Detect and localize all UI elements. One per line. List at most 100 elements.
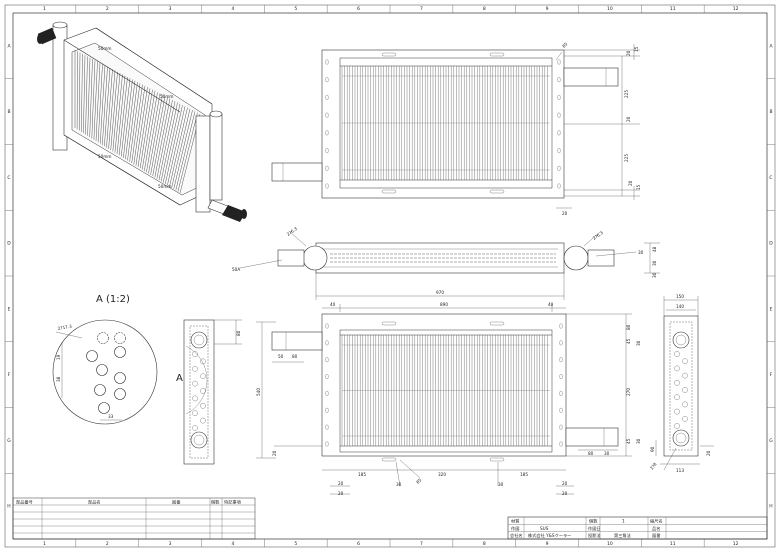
grid-column-label: 6 xyxy=(357,541,360,547)
dim-30: 30 xyxy=(652,260,657,266)
top-view-frame xyxy=(322,50,564,198)
dim-20: 20 xyxy=(338,481,344,486)
grid-row-label: E xyxy=(8,306,11,312)
grid-column-label: 7 xyxy=(420,541,423,547)
dim-40: 40 xyxy=(330,302,336,307)
dim-20: 20 xyxy=(338,491,344,496)
grid-column-label: 8 xyxy=(483,6,486,12)
grid-column-label: 9 xyxy=(546,6,549,12)
front-view-inlet xyxy=(272,332,322,350)
dim-80: 80 xyxy=(236,330,241,336)
dim-20: 20 xyxy=(628,180,633,186)
dim-20: 20 xyxy=(562,491,568,496)
grid-column-label: 10 xyxy=(607,541,613,547)
detail-title: A (1:2) xyxy=(96,294,130,305)
svg-text:50mm: 50mm xyxy=(98,46,112,51)
grid-column-label: 2 xyxy=(106,541,109,547)
tb-label-title: 品名 xyxy=(652,525,660,532)
side-view-right-tank xyxy=(564,246,588,270)
grid-row-label: E xyxy=(770,306,773,312)
grid-column-label: 5 xyxy=(294,6,297,12)
tb-label-material: 材質 xyxy=(511,518,519,525)
grid-row-label: F xyxy=(770,372,773,378)
tb-label-drawing-no: 図番 xyxy=(652,532,661,539)
grid-row-label: D xyxy=(769,241,773,247)
tb-label-projection: 投影法 xyxy=(588,532,601,539)
front-view-outlet xyxy=(566,428,618,446)
dim-phi: 2?8 xyxy=(649,461,658,470)
tb-value-company: 株式会社 Y&Sクーラー xyxy=(528,532,571,539)
grid-column-label: 1 xyxy=(43,6,46,12)
dim-270: 270 xyxy=(626,388,631,396)
front-view: 40 890 40 80 45 30 270 45 30 540 20 50 8… xyxy=(256,302,641,496)
dim-225: 225 xyxy=(624,90,629,98)
svg-text:50mm: 50mm xyxy=(160,94,174,99)
dim-40: 40 xyxy=(548,302,554,307)
dim-20: 20 xyxy=(272,450,277,456)
dim-140: 140 xyxy=(676,304,684,309)
top-view-outlet xyxy=(564,68,618,86)
dim-phi: 2?6.3 xyxy=(286,226,299,237)
grid-row-label: H xyxy=(7,504,10,510)
dim-50: 50 xyxy=(278,354,284,359)
dim-45: 45 xyxy=(626,438,631,444)
dim-38: 38 xyxy=(56,376,61,382)
parts-header-notes: 特記事項 xyxy=(224,499,242,506)
svg-text:50mm: 50mm xyxy=(158,184,172,189)
dim-15: 15 xyxy=(636,184,641,190)
parts-header-name: 部品名 xyxy=(88,499,101,506)
grid-row-label: C xyxy=(769,175,772,181)
tb-value-drawn: SUS xyxy=(540,526,549,531)
iso-right-tank xyxy=(196,116,210,212)
dim-20: 20 xyxy=(706,450,711,456)
dim-48: 48 xyxy=(652,246,657,252)
dim-19: 19 xyxy=(56,354,61,360)
grid-column-label: 4 xyxy=(231,6,234,12)
grid-column-label: 3 xyxy=(169,6,172,12)
pipe-size-label: 50A xyxy=(232,267,240,272)
grid-column-label: 4 xyxy=(231,541,234,547)
tb-label-drawn: 作図 xyxy=(511,525,519,532)
dim-185: 185 xyxy=(520,472,528,477)
tb-label-date: 作図日 xyxy=(588,525,601,532)
grid-column-label: 10 xyxy=(607,6,613,12)
grid-row-label: D xyxy=(7,241,11,247)
front-view-fins xyxy=(342,335,550,446)
grid-column-label: 3 xyxy=(169,541,172,547)
dim-540: 540 xyxy=(256,388,261,396)
dim-90: 90 xyxy=(650,446,655,452)
dim-85: 85 xyxy=(415,477,423,485)
grid-row-label: G xyxy=(769,438,773,444)
dim-30: 30 xyxy=(396,482,402,487)
side-view-inlet xyxy=(278,250,304,266)
title-block: 材質 作図 会社名 SUS 株式会社 Y&Sクーラー 個数 作図日 投影法 1 … xyxy=(508,517,767,539)
top-view: 85 15 20 225 20 225 20 15 20 xyxy=(272,41,641,216)
detail-callout: A xyxy=(176,373,183,384)
tb-label-qty: 個数 xyxy=(589,518,598,525)
grid-column-label: 9 xyxy=(546,541,549,547)
grid-row-label: G xyxy=(7,438,11,444)
grid-row-label: B xyxy=(7,109,10,115)
grid-row-label: C xyxy=(7,175,10,181)
detail-a: A (1:2) 2?17.3 19 38 33 A 80 xyxy=(53,294,242,464)
parts-header-drawing: 図番 xyxy=(172,499,181,506)
dim-85: 85 xyxy=(561,41,569,49)
grid-row-label: B xyxy=(769,109,772,115)
dim-30: 30 xyxy=(498,482,504,487)
end-view: 150 140 90 20 113 2?8 xyxy=(649,294,714,473)
grid-column-label: 11 xyxy=(670,6,676,12)
side-view: 50A 2?6.3 2?6.3 30 48 30 30 970 xyxy=(232,226,660,300)
grid-column-label: 11 xyxy=(670,541,676,547)
top-view-inlet xyxy=(272,163,322,181)
dim-890: 890 xyxy=(440,302,448,307)
grid-row-label: H xyxy=(769,504,772,510)
grid-row-label: F xyxy=(8,372,11,378)
grid-column-label: 8 xyxy=(483,541,486,547)
tb-label-scale: 縮尺名 xyxy=(650,518,663,525)
grid-column-label: 1 xyxy=(43,541,46,547)
tb-value-projection: 第三角法 xyxy=(614,532,631,539)
dim-185: 185 xyxy=(358,472,366,477)
dim-phi: 2?17.3 xyxy=(57,324,72,331)
tb-value-qty: 1 xyxy=(622,519,625,524)
